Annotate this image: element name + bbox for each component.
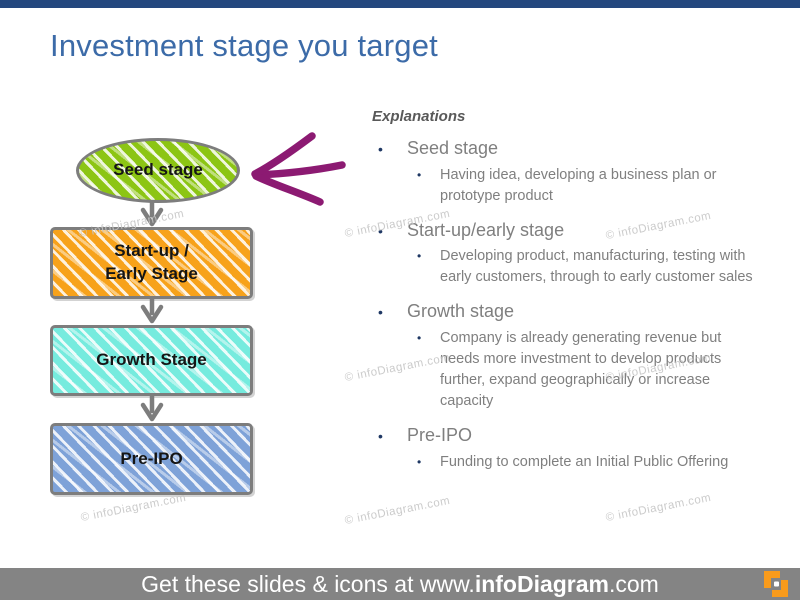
list-item: • Start-up/early stage <box>372 220 772 242</box>
list-subitem: • Company is already generating revenue … <box>372 328 772 412</box>
watermark: © infoDiagram.com <box>343 494 452 528</box>
item-detail: Having idea, developing a business plan … <box>440 166 717 204</box>
item-detail: Company is already generating revenue bu… <box>440 329 722 409</box>
page-title: Investment stage you target <box>50 28 438 63</box>
item-title: Pre-IPO <box>407 424 473 445</box>
list-item: • Growth stage <box>372 301 772 323</box>
bullet-icon: • <box>417 167 422 182</box>
list-item: • Pre-IPO <box>372 425 772 447</box>
stage-startup-label: Start-up / Early Stage <box>105 241 198 283</box>
item-title: Start-up/early stage <box>407 219 565 240</box>
infodiagram-logo-icon <box>764 571 788 597</box>
item-title: Seed stage <box>407 138 499 158</box>
top-accent-bar <box>0 0 800 8</box>
handdrawn-left-arrow-icon <box>251 132 346 206</box>
bullet-icon: • <box>378 304 383 321</box>
watermark: © infoDiagram.com <box>79 491 188 525</box>
bullet-icon: • <box>378 222 383 239</box>
item-detail: Developing product, manufacturing, testi… <box>440 248 753 286</box>
watermark: © infoDiagram.com <box>604 491 713 525</box>
bullet-icon: • <box>417 330 422 345</box>
footer-text-suffix: .com <box>609 570 659 597</box>
arrow-down-icon <box>140 200 164 227</box>
arrow-down-icon <box>140 395 164 422</box>
stage-preipo: Pre-IPO <box>50 423 253 495</box>
explanations-heading: Explanations <box>372 108 466 125</box>
footer-bar: Get these slides & icons at www.infoDiag… <box>0 568 800 600</box>
item-title: Growth stage <box>407 301 515 322</box>
explanations-panel: Explanations • Seed stage • Having idea,… <box>372 108 772 473</box>
stage-seed: Seed stage <box>76 138 240 203</box>
footer-text-prefix: Get these slides & icons at www. <box>141 570 475 597</box>
bullet-icon: • <box>378 427 383 444</box>
list-subitem: • Having idea, developing a business pla… <box>372 165 772 207</box>
footer-brand: infoDiagram <box>474 570 609 597</box>
list-item: • Seed stage <box>372 138 772 160</box>
arrow-down-icon <box>140 297 164 324</box>
list-subitem: • Funding to complete an Initial Public … <box>372 452 772 473</box>
stage-growth: Growth Stage <box>50 325 253 396</box>
bullet-icon: • <box>378 141 383 157</box>
list-subitem: • Developing product, manufacturing, tes… <box>372 246 772 288</box>
footer-link[interactable]: Get these slides & icons at www.infoDiag… <box>141 571 659 598</box>
stage-growth-label: Growth Stage <box>96 350 207 370</box>
item-detail: Funding to complete an Initial Public Of… <box>440 453 729 470</box>
bullet-icon: • <box>417 249 422 264</box>
bullet-icon: • <box>417 454 422 469</box>
stage-preipo-label: Pre-IPO <box>120 448 183 468</box>
stage-startup: Start-up / Early Stage <box>50 227 253 299</box>
stage-seed-label: Seed stage <box>113 160 203 180</box>
